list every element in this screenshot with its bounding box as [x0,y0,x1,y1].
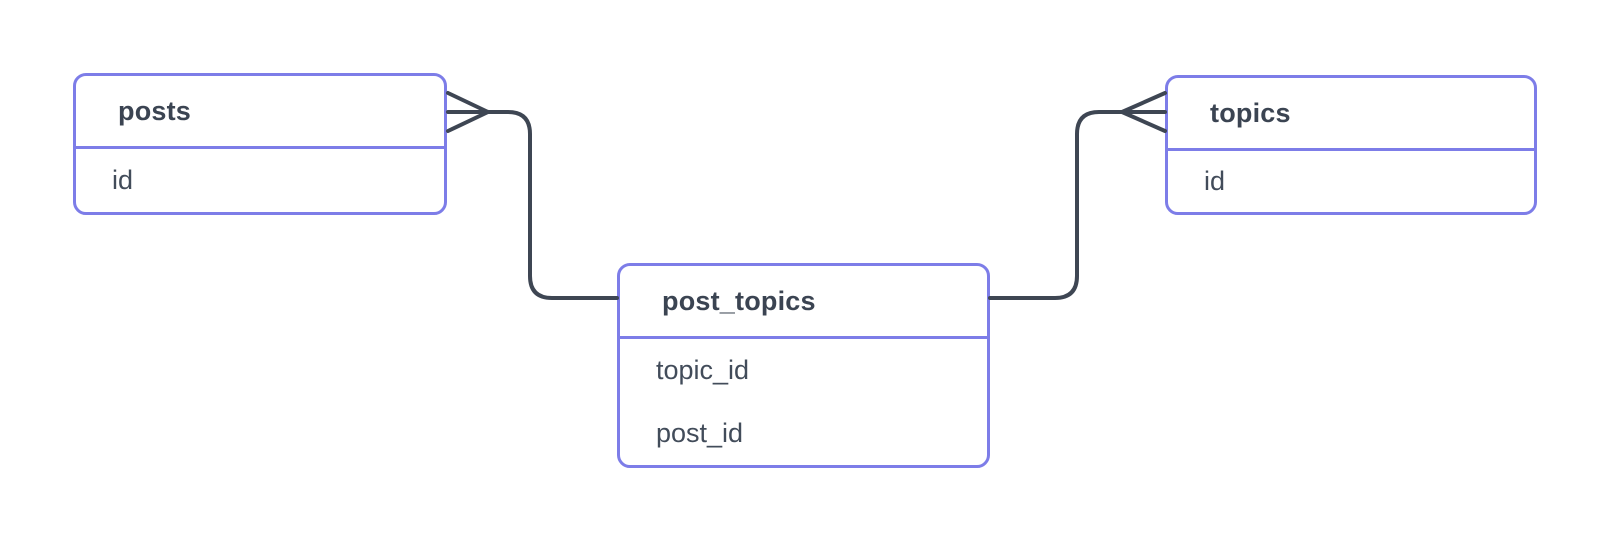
table-post-topics-name: post_topics [662,285,816,316]
table-posts-body: id [76,149,444,212]
field-row-post-topics-topic-id[interactable]: topic_id [620,339,987,402]
table-posts[interactable]: posts id [73,73,447,215]
table-post-topics-body: topic_id post_id [620,339,987,465]
table-post-topics-header[interactable]: post_topics [620,266,987,339]
relation-posts-post-topics[interactable] [446,91,619,300]
field-row-topics-id[interactable]: id [1168,151,1534,212]
table-posts-name: posts [118,95,192,126]
field-label: id [1204,166,1226,196]
crows-foot-many-icon [446,91,490,133]
table-topics-name: topics [1210,97,1291,128]
field-label: post_id [656,418,744,448]
field-label: id [112,165,134,195]
table-post-topics[interactable]: post_topics topic_id post_id [617,263,990,468]
table-posts-header[interactable]: posts [76,76,444,149]
field-row-post-topics-post-id[interactable]: post_id [620,402,987,465]
relation-post-topics-topics-line[interactable] [988,110,1167,300]
field-row-posts-id[interactable]: id [76,149,444,212]
field-label: topic_id [656,355,750,385]
table-topics[interactable]: topics id [1165,75,1537,215]
table-topics-body: id [1168,151,1534,212]
relation-post-topics-topics[interactable] [988,91,1167,300]
relation-posts-post-topics-line[interactable] [446,110,619,300]
crows-foot-many-icon [1120,91,1167,133]
table-topics-header[interactable]: topics [1168,78,1534,151]
